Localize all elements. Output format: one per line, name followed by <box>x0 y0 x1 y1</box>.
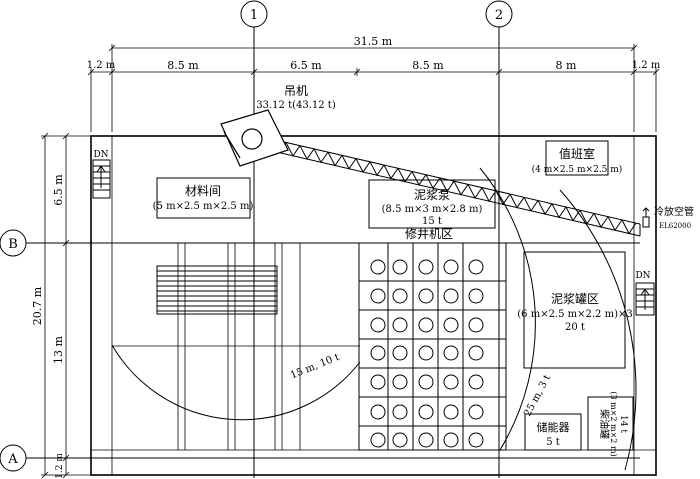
well-slot <box>468 288 484 304</box>
well-slot <box>418 259 434 275</box>
diesel-tank-size: (3 m×2 m×2 m) <box>609 391 618 456</box>
crane-radius-15m-label: 15 m, 10 t <box>289 352 341 382</box>
crane-radius-25m-b <box>559 189 637 471</box>
diesel-tank-box <box>587 396 634 451</box>
crane-boom <box>257 135 641 237</box>
mud-tank-name: 泥浆罐区 <box>551 291 599 306</box>
axis-label-b: B <box>8 237 18 252</box>
mud-tank-weight: 20 t <box>565 322 585 333</box>
dim-top-seg-6: 1.2 m <box>632 60 661 71</box>
material-room-size: (5 m×2.5 m×2.5 m) <box>153 201 254 212</box>
left-dimensions <box>41 132 92 479</box>
diesel-tank-weight: 14 t <box>618 415 628 433</box>
well-slot <box>468 374 484 390</box>
well-slot <box>468 345 484 361</box>
crane-name: 吊机 <box>284 84 308 98</box>
accumulator-box <box>524 413 582 451</box>
dim-top-seg-1: 1.2 m <box>87 60 116 71</box>
mud-pump-name: 泥浆泵 <box>414 187 450 202</box>
vent-elevation: EL62000 <box>659 222 691 230</box>
well-slot <box>370 432 386 448</box>
well-slot <box>392 345 408 361</box>
well-slot <box>468 432 484 448</box>
well-slot <box>443 259 459 275</box>
crane-radius-25m-label: 25 m, 3 t <box>522 373 553 418</box>
axis-label-a: A <box>7 452 18 467</box>
accumulator-weight: 5 t <box>546 437 560 448</box>
well-slot <box>370 404 386 420</box>
well-slot <box>418 288 434 304</box>
material-room <box>156 177 251 219</box>
well-slot <box>418 432 434 448</box>
well-slot <box>370 374 386 390</box>
well-slot <box>370 317 386 333</box>
well-slot <box>468 259 484 275</box>
axis-grid <box>0 0 640 478</box>
well-slot <box>370 345 386 361</box>
duty-room-name: 值班室 <box>559 146 595 161</box>
well-slot <box>392 404 408 420</box>
dim-top-seg-4: 8.5 m <box>412 59 444 72</box>
crane-capacity: 33.12 t(43.12 t) <box>256 100 336 111</box>
crane-radius-25m-a <box>479 167 536 451</box>
well-slot <box>443 345 459 361</box>
well-slot <box>443 432 459 448</box>
axis-label-2: 2 <box>495 8 503 23</box>
well-slot <box>418 345 434 361</box>
well-slot <box>392 432 408 448</box>
dim-top-seg-3: 6.5 m <box>290 59 322 72</box>
axis-label-1: 1 <box>250 8 258 23</box>
well-slot <box>443 374 459 390</box>
dim-top-total: 31.5 m <box>354 35 393 48</box>
duty-room-size: (4 m×2.5 m×2.5 m) <box>532 164 623 175</box>
stair-left-label: DN <box>93 150 108 160</box>
vent-pipe-symbol <box>642 207 650 228</box>
well-slot <box>418 317 434 333</box>
dim-left-total: 20.7 m <box>31 286 44 325</box>
dim-top-seg-5: 8 m <box>556 59 577 72</box>
stair-right-label: DN <box>635 271 650 281</box>
well-slots <box>359 243 506 450</box>
diesel-tank-name: 柴油罐 <box>598 409 611 439</box>
wellhead-grid <box>358 242 507 451</box>
accumulator-name: 储能器 <box>537 420 570 434</box>
well-slot <box>468 317 484 333</box>
well-slot <box>392 374 408 390</box>
well-slot <box>443 404 459 420</box>
well-slot <box>392 317 408 333</box>
dim-left-seg-1: 6.5 m <box>52 174 65 206</box>
top-dimensions <box>87 44 660 132</box>
mud-pump-size: (8.5 m×3 m×2.8 m) <box>382 204 483 215</box>
mud-pump-weight: 15 t <box>422 216 442 227</box>
mud-tank-size: (6 m×2.5 m×2.2 m)×3 <box>517 309 632 320</box>
well-slot <box>468 404 484 420</box>
pipe-rack <box>156 265 278 315</box>
well-slot <box>418 404 434 420</box>
well-slot <box>392 259 408 275</box>
stair-left <box>92 159 111 199</box>
material-room-name: 材料间 <box>185 184 221 198</box>
duty-room <box>545 140 609 176</box>
well-slot <box>443 288 459 304</box>
vent-label: 冷放空管 <box>654 205 694 218</box>
well-slot <box>370 259 386 275</box>
well-slot <box>392 288 408 304</box>
well-slot <box>418 374 434 390</box>
dim-left-seg-3: 1.2 m <box>55 453 65 479</box>
structural-beams <box>112 243 360 450</box>
stair-right <box>635 282 655 316</box>
crane-body <box>220 109 289 167</box>
crane-radius-15m <box>111 344 361 421</box>
well-slot <box>443 317 459 333</box>
well-slot <box>370 288 386 304</box>
dim-left-seg-2: 13 m <box>52 335 65 363</box>
workover-area-label: 修井机区 <box>405 226 453 241</box>
dim-top-seg-2: 8.5 m <box>167 59 199 72</box>
